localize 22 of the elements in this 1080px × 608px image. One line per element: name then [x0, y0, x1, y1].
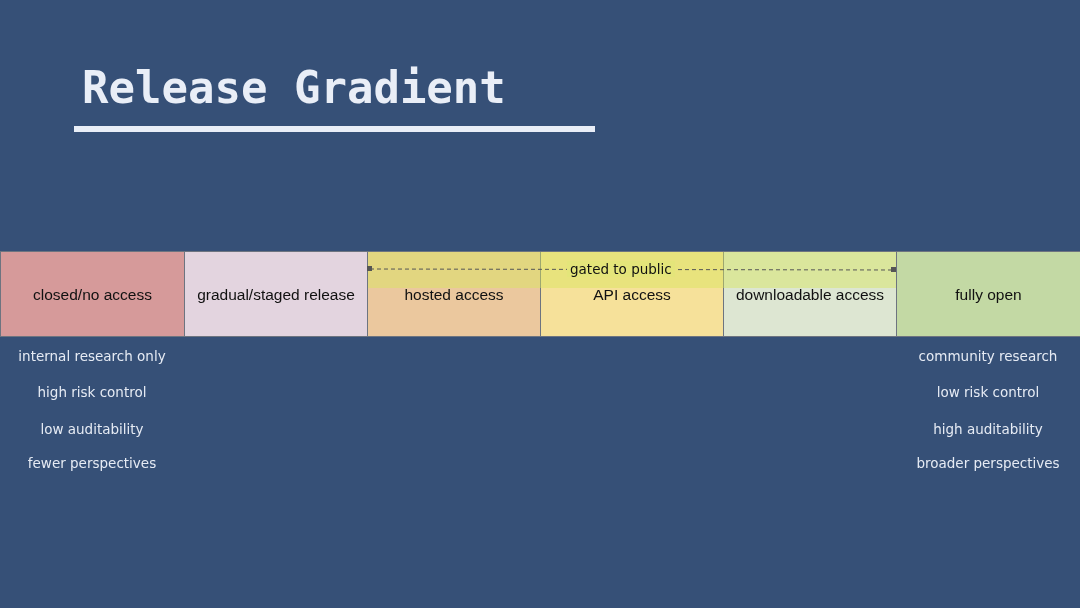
cell-label: fully open — [955, 286, 1022, 304]
property-text: internal research only — [18, 348, 166, 364]
property-text: low auditability — [40, 421, 144, 437]
property-text: high risk control — [37, 384, 147, 400]
gradient-cell — [0, 251, 185, 337]
range-label: gated to public — [567, 261, 675, 277]
property-text: broader perspectives — [916, 455, 1060, 471]
title: Release Gradient — [82, 62, 506, 113]
cell-label: downloadable access — [735, 286, 885, 304]
cell-label: gradual/staged release — [197, 286, 355, 304]
gradient-cell — [184, 251, 368, 337]
gradient-cell — [540, 251, 724, 337]
cell-label: closed/no access — [33, 286, 152, 304]
cell-label: API access — [593, 286, 671, 304]
gradient-cell — [367, 251, 541, 337]
property-text: high auditability — [933, 421, 1043, 437]
property-text: fewer perspectives — [27, 455, 157, 471]
gradient-cell — [723, 251, 897, 337]
cell-label: hosted access — [404, 286, 504, 304]
gradient-cell — [896, 251, 1080, 337]
property-text: community research — [918, 348, 1058, 364]
property-text: low risk control — [936, 384, 1040, 400]
